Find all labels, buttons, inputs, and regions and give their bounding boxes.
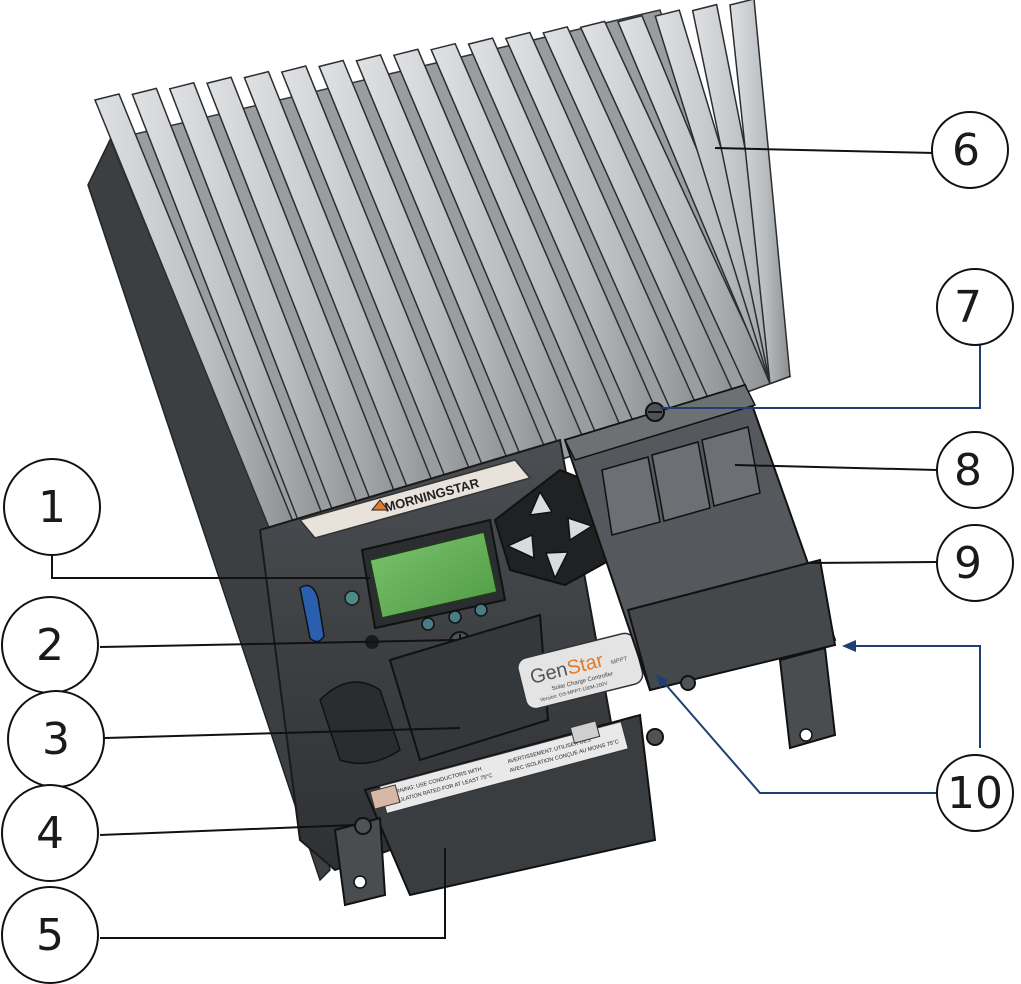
callout-1: 1 <box>3 458 101 556</box>
mount-screw-left <box>354 817 372 835</box>
lcd-soft-button-1[interactable] <box>421 617 435 631</box>
leader-10a <box>845 645 981 748</box>
callouts: 1 2 3 4 5 6 7 8 <box>1 111 1014 984</box>
terminal-connector-2 <box>569 720 601 744</box>
leader-4 <box>99 824 356 836</box>
wiring-box-lower <box>626 558 837 692</box>
leader-6 <box>714 147 936 154</box>
knockout-1 <box>601 456 661 536</box>
mounting-foot-right <box>778 646 837 750</box>
wiring-cover <box>388 613 550 762</box>
callout-8: 8 <box>936 431 1014 509</box>
leader-8 <box>734 464 938 471</box>
callout-6: 6 <box>931 111 1009 189</box>
brand-logo-icon <box>370 499 390 511</box>
blue-switch-slot <box>299 584 325 643</box>
callout-9-circle <box>936 524 1014 602</box>
nav-up-button[interactable] <box>528 490 554 516</box>
heatsink-fin <box>729 0 791 385</box>
status-led <box>344 590 360 606</box>
callout-4: 4 <box>1 784 99 882</box>
nav-down-button[interactable] <box>544 551 570 580</box>
callout-6-circle <box>931 111 1009 189</box>
callout-6-label: 6 <box>952 125 980 176</box>
nav-left-button[interactable] <box>506 533 535 560</box>
callout-4-circle <box>1 784 99 882</box>
arrow-10a <box>842 640 856 652</box>
terminal-connector-1 <box>369 784 401 810</box>
callout-10-circle <box>936 754 1014 832</box>
lcd-screen <box>369 531 498 619</box>
callout-8-label: 8 <box>954 445 982 496</box>
wiring-box <box>563 383 837 750</box>
box-screw <box>680 675 696 691</box>
callout-9-label: 9 <box>954 538 982 589</box>
callout-5: 5 <box>1 886 99 984</box>
callout-2: 2 <box>1 596 99 694</box>
mount-screw-bottom <box>646 728 664 746</box>
leader-lines <box>51 147 981 939</box>
callout-5-circle <box>1 886 99 984</box>
heatsink-fins <box>93 0 791 544</box>
callout-5-label: 5 <box>36 910 64 961</box>
callout-10: 10 <box>936 754 1014 832</box>
leader-9 <box>807 561 938 564</box>
callout-8-circle <box>936 431 1014 509</box>
wiring-box-top <box>563 384 757 461</box>
cable-recess <box>319 681 401 765</box>
leader-2 <box>99 639 456 648</box>
callout-1-label: 1 <box>38 482 66 533</box>
nav-right-button[interactable] <box>567 516 594 542</box>
brand-bezel <box>298 459 532 539</box>
callout-3-label: 3 <box>42 714 70 765</box>
knockout-2 <box>651 441 711 522</box>
leader-3 <box>104 727 461 739</box>
leader-7[interactable] <box>660 345 981 409</box>
leader-1 <box>51 555 370 579</box>
callout-4-label: 4 <box>36 808 64 859</box>
leader-10b <box>659 677 940 794</box>
callout-2-label: 2 <box>36 620 64 671</box>
mount-hole-left <box>353 875 367 889</box>
mount-hole-right <box>799 728 813 742</box>
front-housing: MORNINGSTAR Gen Star MPPT <box>258 438 664 907</box>
callout-7-circle <box>936 268 1014 346</box>
callout-9: 9 <box>936 524 1014 602</box>
lcd-soft-button-2[interactable] <box>448 610 462 624</box>
heatsink <box>87 0 791 882</box>
callout-7-label: 7 <box>954 282 982 333</box>
callout-1-circle <box>3 458 101 556</box>
arrow-10b <box>656 674 668 688</box>
lcd-soft-button-3[interactable] <box>474 603 488 617</box>
callout-7: 7 <box>936 268 1014 346</box>
callout-3: 3 <box>7 690 105 788</box>
callout-10-label: 10 <box>947 768 1003 819</box>
leader-5 <box>100 848 446 939</box>
knockout-3 <box>701 426 761 507</box>
badge-small: MPPT <box>611 656 629 666</box>
